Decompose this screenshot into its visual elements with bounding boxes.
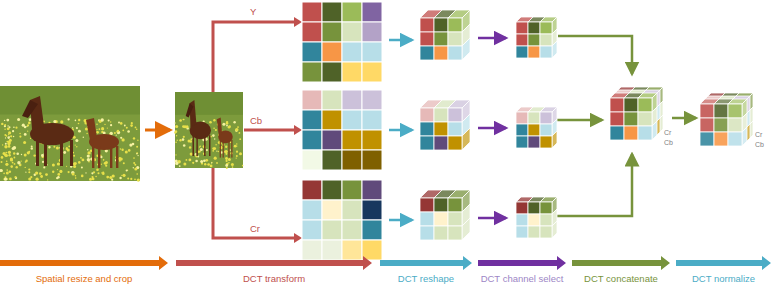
stage-arrow-shape [676, 256, 771, 270]
channel-tag: Cb [755, 141, 764, 149]
stage-arrow-shape [478, 256, 566, 270]
stage-arrow: DCT concatenate [572, 256, 670, 288]
stage-arrow-shape [380, 256, 472, 270]
dct-cube [516, 107, 557, 148]
stage-arrow: DCT channel select [478, 256, 566, 288]
dct-cube [700, 99, 747, 146]
horse-photo [174, 92, 243, 169]
dct-cube [610, 93, 657, 140]
dct-cube [420, 10, 470, 60]
stage-label: DCT channel select [478, 273, 567, 284]
stage-label: DCT concatenate [572, 273, 670, 284]
stage-arrow-shape [0, 256, 168, 270]
horse-photo [0, 86, 140, 182]
stage-arrow-shape [176, 256, 372, 270]
channel-tag: Cr [755, 131, 762, 139]
channel-tag: Cr [664, 129, 671, 137]
stage-arrow: DCT transform [176, 256, 372, 288]
stage-arrow-shape [572, 256, 670, 270]
channel-label: Cb [250, 116, 262, 126]
stage-label: DCT normalize [676, 273, 771, 284]
stage-arrow: DCT reshape [380, 256, 472, 288]
stage-label: DCT transform [176, 273, 372, 284]
dct-grid [302, 90, 382, 170]
stage-label: Spatial resize and crop [0, 273, 168, 284]
dct-cube [420, 190, 470, 240]
dct-cube [516, 197, 557, 238]
stage-arrow: Spatial resize and crop [0, 256, 168, 288]
stage-arrow: DCT normalize [676, 256, 771, 288]
channel-label: Cr [250, 224, 260, 234]
channel-tag: Cb [664, 139, 673, 147]
dct-grid [302, 180, 382, 260]
dct-grid [302, 2, 382, 82]
dct-cube [420, 100, 470, 150]
channel-label: Y [250, 7, 256, 17]
stage-label: DCT reshape [380, 273, 472, 284]
dct-cube [516, 17, 557, 58]
